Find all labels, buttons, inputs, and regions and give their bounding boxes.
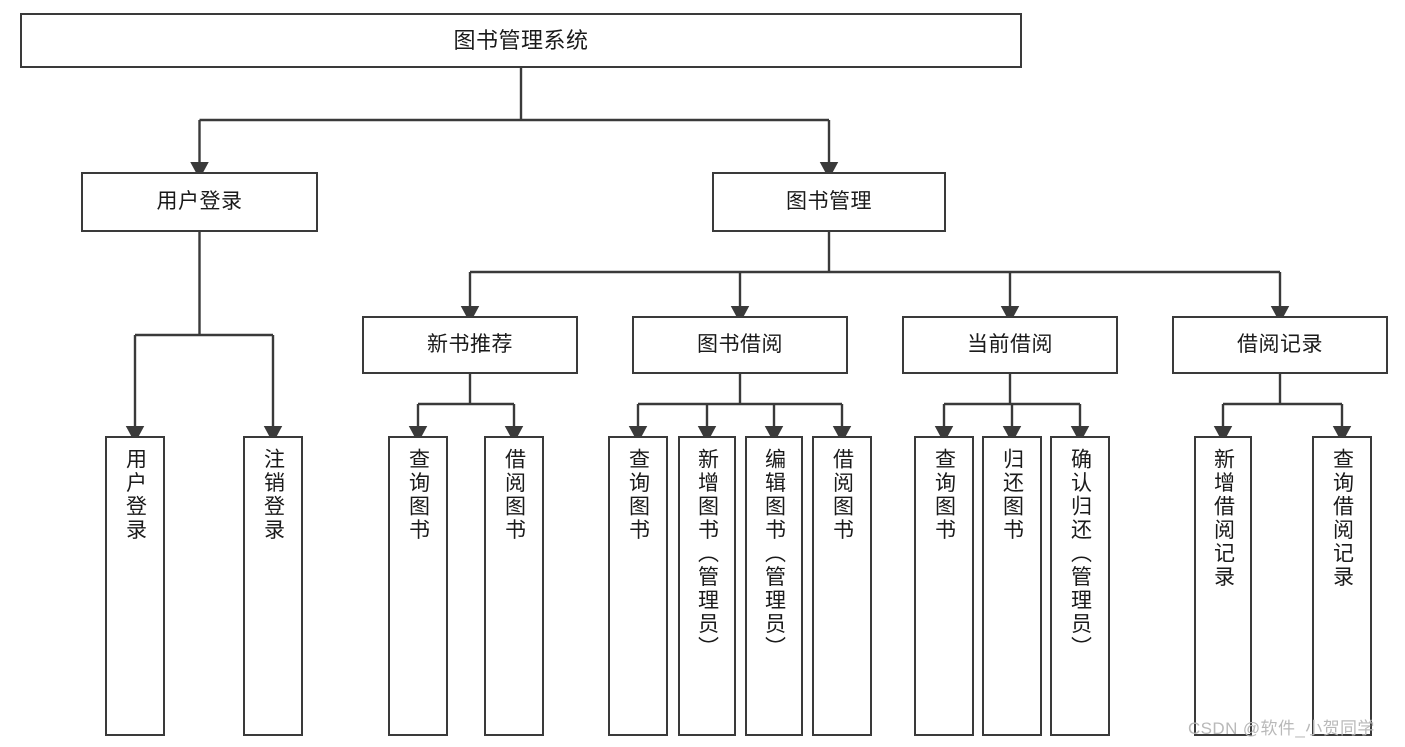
leaf-confirm-return[interactable]: 确认归还（管理员） (1050, 436, 1110, 736)
node-current-borrow-label: 当前借阅 (967, 332, 1053, 356)
leaf-query-record-label: 查询借阅记录 (1330, 448, 1354, 589)
watermark: CSDN @软件_小贺同学 (1188, 719, 1375, 738)
node-user-login[interactable]: 用户登录 (81, 172, 318, 232)
node-new-book-recommend[interactable]: 新书推荐 (362, 316, 578, 374)
leaf-add-record[interactable]: 新增借阅记录 (1194, 436, 1252, 736)
leaf-query-record[interactable]: 查询借阅记录 (1312, 436, 1372, 736)
node-book-borrow-label: 图书借阅 (697, 332, 783, 356)
leaf-edit-book[interactable]: 编辑图书（管理员） (745, 436, 803, 736)
leaf-user-login-label: 用户登录 (123, 448, 147, 542)
node-current-borrow[interactable]: 当前借阅 (902, 316, 1118, 374)
node-book-manage[interactable]: 图书管理 (712, 172, 946, 232)
node-borrow-record[interactable]: 借阅记录 (1172, 316, 1388, 374)
node-root[interactable]: 图书管理系统 (20, 13, 1022, 68)
leaf-return-book[interactable]: 归还图书 (982, 436, 1042, 736)
node-root-label: 图书管理系统 (453, 27, 589, 53)
node-book-borrow[interactable]: 图书借阅 (632, 316, 848, 374)
node-user-login-label: 用户登录 (156, 189, 243, 213)
leaf-add-book[interactable]: 新增图书（管理员） (678, 436, 736, 736)
leaf-borrow-book-2-label: 借阅图书 (830, 448, 854, 542)
leaf-edit-book-label: 编辑图书（管理员） (762, 448, 786, 660)
leaf-query-book-1[interactable]: 查询图书 (388, 436, 448, 736)
leaf-borrow-book-1-label: 借阅图书 (502, 448, 526, 542)
leaf-query-book-2[interactable]: 查询图书 (608, 436, 668, 736)
leaf-query-book-1-label: 查询图书 (406, 448, 430, 542)
node-new-book-recommend-label: 新书推荐 (427, 332, 513, 356)
leaf-query-book-3[interactable]: 查询图书 (914, 436, 974, 736)
node-borrow-record-label: 借阅记录 (1237, 332, 1323, 356)
leaf-logout-label: 注销登录 (261, 448, 285, 542)
leaf-add-record-label: 新增借阅记录 (1211, 448, 1235, 589)
leaf-query-book-3-label: 查询图书 (932, 448, 956, 542)
leaf-borrow-book-1[interactable]: 借阅图书 (484, 436, 544, 736)
leaf-confirm-return-label: 确认归还（管理员） (1068, 448, 1092, 660)
leaf-user-login[interactable]: 用户登录 (105, 436, 165, 736)
leaf-add-book-label: 新增图书（管理员） (695, 448, 719, 660)
node-book-manage-label: 图书管理 (786, 189, 872, 213)
leaf-query-book-2-label: 查询图书 (626, 448, 650, 542)
leaf-return-book-label: 归还图书 (1000, 448, 1024, 542)
leaf-logout[interactable]: 注销登录 (243, 436, 303, 736)
leaf-borrow-book-2[interactable]: 借阅图书 (812, 436, 872, 736)
